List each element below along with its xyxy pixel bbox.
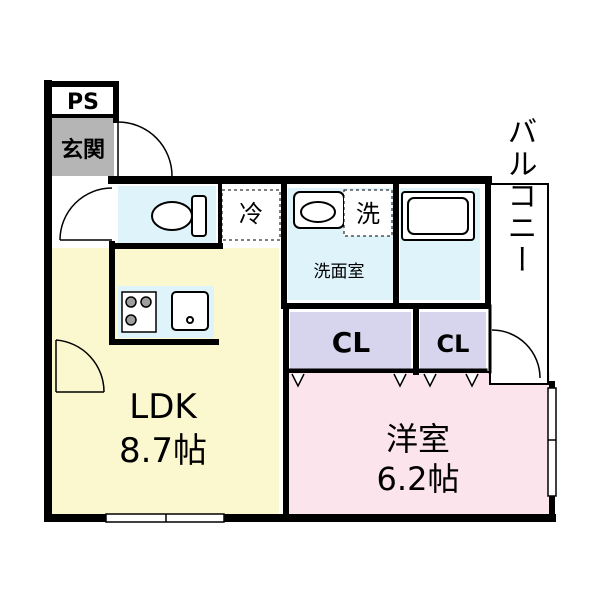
fridge-space: [221, 189, 281, 241]
closet-door-icon: [291, 373, 479, 388]
ps-floor: [52, 86, 114, 116]
balcony-door-icon: [491, 329, 541, 379]
ldk-door-icon: [59, 187, 113, 241]
western-room-size-label: 6.2帖: [377, 460, 460, 498]
entrance-door-icon: [117, 121, 173, 177]
toilet-icon: [151, 195, 207, 237]
closet-1-label: CL: [332, 326, 371, 359]
ps-label: PS: [67, 90, 99, 115]
washbasin-icon: [293, 191, 345, 229]
balcony-floor: [489, 183, 549, 385]
washer-space: [343, 189, 393, 237]
entrance-floor: [52, 118, 114, 176]
ldk-side-door-icon: [55, 339, 105, 393]
entrance-label: 玄関: [61, 137, 105, 163]
bathtub-icon: [401, 191, 475, 241]
ldk-size-label: 8.7帖: [119, 431, 207, 471]
washroom-label: 洗面室: [314, 262, 365, 282]
closet-2-label: CL: [437, 330, 470, 358]
fridge-label: 冷: [239, 200, 263, 228]
walls: [44, 80, 556, 522]
window-right: [547, 387, 557, 497]
western-room-floor: [286, 372, 550, 514]
closet-1-floor: [290, 312, 411, 370]
sink-icon: [171, 291, 209, 331]
ldk-name-label: LDK: [129, 387, 198, 427]
western-room-name-label: 洋室: [386, 420, 450, 458]
closet-2-floor: [420, 312, 486, 370]
window-bottom: [105, 513, 225, 523]
washer-label: 洗: [356, 200, 380, 228]
balcony-label: バルコニー: [502, 116, 537, 276]
stove-icon: [121, 291, 157, 333]
